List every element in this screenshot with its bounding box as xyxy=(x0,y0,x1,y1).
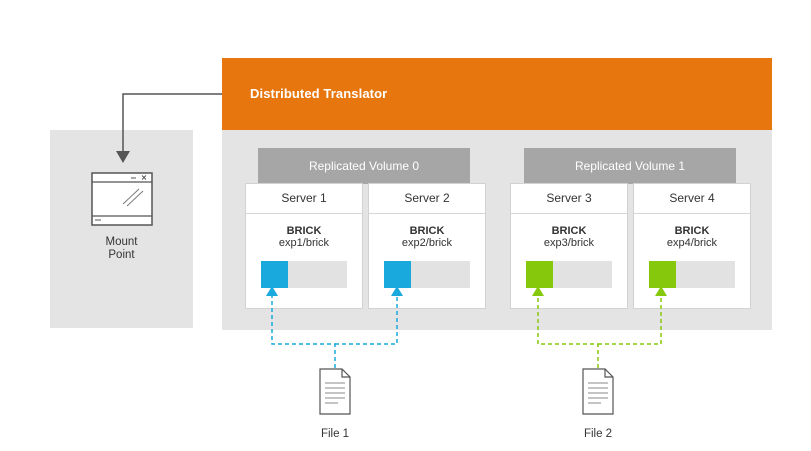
arrow-server-2 xyxy=(391,286,403,296)
translator-to-mount-line xyxy=(122,93,222,152)
server-2-brick-bar xyxy=(384,261,470,288)
server-1-brick-free xyxy=(288,261,347,288)
server-3-brick-path: exp3/brick xyxy=(543,237,595,249)
server-4-brick-free xyxy=(676,261,735,288)
file-2-label: File 2 xyxy=(583,428,613,440)
file-1-label: File 1 xyxy=(320,428,350,440)
server-4-name: Server 4 xyxy=(634,184,750,214)
replicated-volume-1-header: Replicated Volume 1 xyxy=(524,148,736,184)
server-3-brick-free xyxy=(553,261,612,288)
mount-point-label: Mount Point xyxy=(50,236,193,262)
server-2-name: Server 2 xyxy=(369,184,485,214)
distributed-translator-bar xyxy=(222,58,772,130)
mount-point-panel xyxy=(50,130,193,328)
file-2-connectors xyxy=(537,293,662,368)
arrow-server-1 xyxy=(266,286,278,296)
server-1-brick-bar xyxy=(261,261,347,288)
distributed-translator-title: Distributed Translator xyxy=(250,86,388,101)
server-4-brick-path: exp4/brick xyxy=(666,237,718,249)
server-3-brick-fill xyxy=(526,261,553,288)
server-4-brick-fill xyxy=(649,261,676,288)
server-2-brick-free xyxy=(411,261,470,288)
server-4-card: Server 4 BRICK exp4/brick xyxy=(633,183,751,309)
window-icon xyxy=(91,172,153,226)
mount-label-line-1: Mount xyxy=(105,236,138,248)
arrow-server-3 xyxy=(532,286,544,296)
mount-label-line-2: Point xyxy=(108,249,135,261)
file-1-icon xyxy=(319,368,351,415)
server-1-brick-path: exp1/brick xyxy=(278,237,330,249)
server-3-card: Server 3 BRICK exp3/brick xyxy=(510,183,628,309)
server-4-brick-bar xyxy=(649,261,735,288)
server-2-brick-fill xyxy=(384,261,411,288)
server-2-brick-label: BRICK xyxy=(409,225,445,237)
server-2-card: Server 2 BRICK exp2/brick xyxy=(368,183,486,309)
server-2-brick-path: exp2/brick xyxy=(401,237,453,249)
server-3-brick-bar xyxy=(526,261,612,288)
arrow-server-4 xyxy=(655,286,667,296)
server-3-brick-label: BRICK xyxy=(551,225,587,237)
server-4-brick-label: BRICK xyxy=(674,225,710,237)
arrow-head xyxy=(116,151,130,163)
server-3-name: Server 3 xyxy=(511,184,627,214)
server-1-name: Server 1 xyxy=(246,184,362,214)
file-2-icon xyxy=(582,368,614,415)
server-1-brick-label: BRICK xyxy=(286,225,322,237)
file-1-connectors xyxy=(271,293,398,368)
server-1-brick-fill xyxy=(261,261,288,288)
server-1-card: Server 1 BRICK exp1/brick xyxy=(245,183,363,309)
replicated-volume-0-header: Replicated Volume 0 xyxy=(258,148,470,184)
